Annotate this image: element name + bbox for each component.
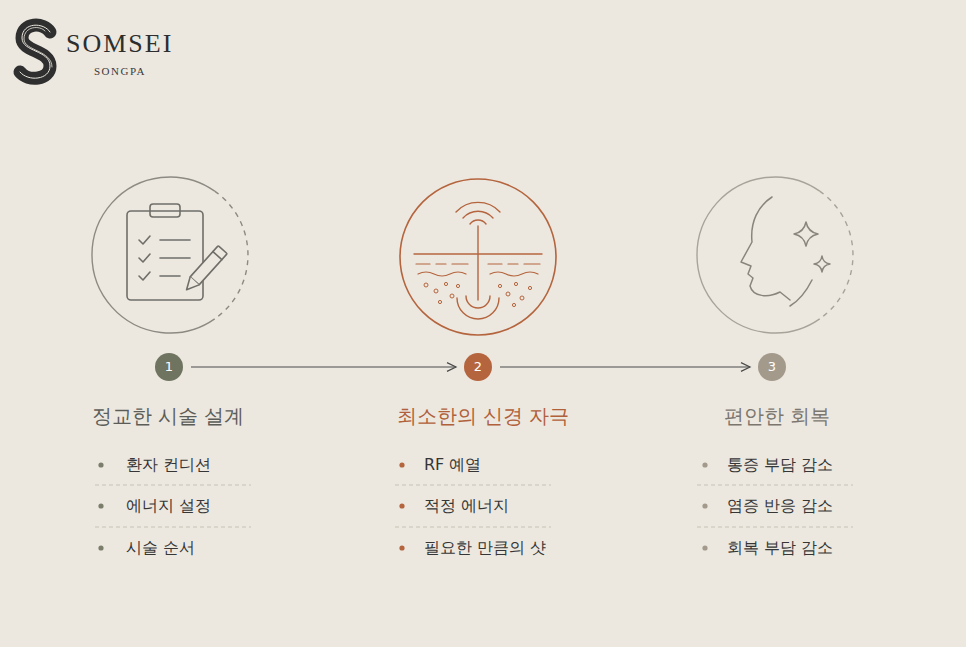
tissue-dot [514, 282, 517, 285]
check-mark [139, 254, 150, 262]
probe-line [477, 226, 478, 300]
neck-line [790, 280, 812, 306]
list-line [160, 275, 180, 277]
step-item: 염증 반응 감소 [727, 491, 833, 521]
bottom-arc [466, 296, 490, 308]
list-line [160, 257, 190, 259]
dashed-separator [697, 527, 853, 528]
tissue-dot [520, 296, 524, 300]
bullet-dot [702, 503, 707, 508]
step-item: 필요한 만큼의 샷 [424, 533, 546, 563]
step-item: 적정 에너지 [424, 491, 509, 521]
tissue-dot [528, 286, 531, 289]
pencil-body [190, 246, 227, 285]
tissue-dot [450, 294, 454, 298]
tissue-dot [498, 284, 501, 287]
pencil-tip [182, 277, 199, 294]
dashed-separator [95, 527, 251, 528]
logo-line [24, 27, 52, 67]
step-number-badge: 3 [758, 353, 786, 381]
brand-name: SOMSEI [66, 29, 173, 59]
bullet-dot [98, 545, 103, 550]
arrow-head [741, 363, 750, 372]
bullet-dot [702, 545, 707, 550]
icon-circle [92, 177, 248, 333]
logo-mark [20, 25, 52, 78]
tissue-dot [512, 303, 515, 306]
circle-outline [697, 177, 820, 333]
sparkle [814, 256, 830, 272]
dashed-separator [95, 485, 251, 486]
bullet-dot [399, 503, 404, 508]
icon-circle [400, 179, 556, 335]
separators [95, 485, 853, 527]
step-heading: 편안한 회복 [647, 401, 907, 431]
step-number-badge: 2 [464, 353, 492, 381]
brand-location: SONGPA [94, 56, 146, 86]
step-item: 통증 부담 감소 [727, 450, 833, 480]
circle-dashed-arc [820, 191, 853, 319]
step-item: RF 예열 [424, 450, 481, 480]
step-item: 에너지 설정 [126, 491, 211, 521]
bottom-arc [457, 298, 499, 319]
step-item: 시술 순서 [126, 533, 195, 563]
dashed-separator [697, 485, 853, 486]
step-number: 1 [165, 359, 173, 374]
step-number: 3 [768, 359, 776, 374]
check-mark [139, 272, 150, 280]
face-profile [741, 197, 790, 300]
pencil-icon [182, 246, 227, 294]
dashed-separator [395, 527, 551, 528]
bullet-dot [399, 462, 404, 467]
tissue-dot [438, 300, 441, 303]
step-item: 환자 컨디션 [126, 450, 211, 480]
step-number: 2 [474, 359, 482, 374]
arrow-head [447, 363, 456, 372]
skin-layer [416, 263, 540, 264]
logo-stroke [20, 25, 50, 78]
face-icon [741, 197, 830, 306]
clipboard-icon [127, 204, 227, 300]
skin-layer [418, 272, 538, 276]
clipboard-board [127, 211, 203, 300]
bullet-dot [98, 503, 103, 508]
icon-circle [697, 177, 853, 333]
sparkle [794, 222, 818, 246]
wave-arc [470, 220, 486, 224]
logo-line [20, 25, 50, 78]
flow-arrow [500, 366, 750, 367]
bullet-dot [98, 462, 103, 467]
tissue-dot [444, 282, 447, 285]
tissue-dot [506, 292, 510, 296]
bullet-dot [702, 462, 707, 467]
step-heading: 최소한의 신경 자극 [353, 401, 613, 431]
clipboard-clip [150, 204, 180, 217]
check-mark [139, 236, 150, 244]
step-number-badge: 1 [155, 353, 183, 381]
list-line [160, 239, 190, 241]
bullet-dots [98, 462, 707, 550]
tissue-dot [424, 283, 428, 287]
wave-arc [456, 202, 500, 212]
dashed-separator [395, 485, 551, 486]
pencil-band [213, 252, 222, 260]
step-heading: 정교한 시술 설계 [38, 401, 298, 431]
rf-skin-icon [414, 202, 542, 319]
skin-surface [414, 253, 542, 254]
tissue-dot [434, 289, 438, 293]
circle-outline [92, 177, 215, 333]
tissue-dots [424, 282, 532, 306]
tissue-dot [456, 284, 459, 287]
wave-arc [463, 211, 493, 218]
bullet-dot [399, 545, 404, 550]
flow-arrow [191, 366, 456, 367]
step-item: 회복 부담 감소 [727, 533, 833, 563]
